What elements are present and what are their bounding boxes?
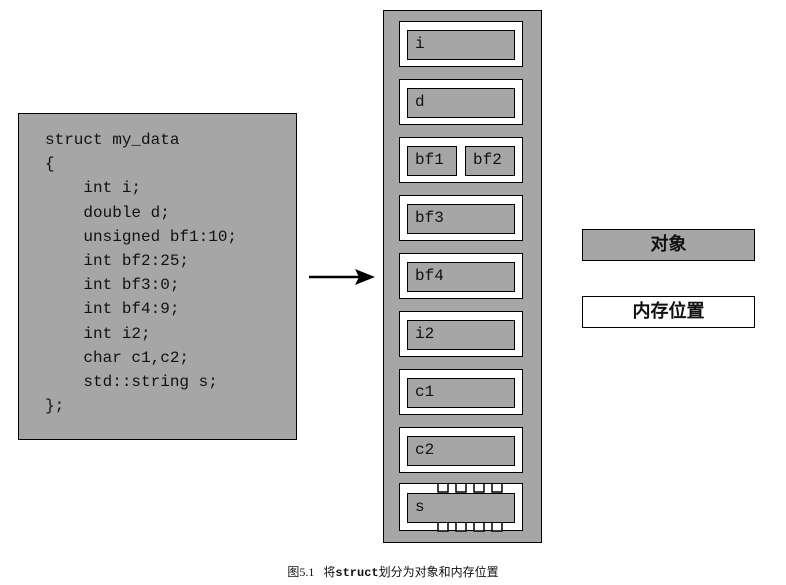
- memory-location: bf3: [399, 195, 523, 241]
- figure-caption: 图5.1 将struct划分为对象和内存位置: [0, 563, 786, 580]
- memory-location: i: [399, 21, 523, 67]
- code-line: int i;: [45, 179, 142, 198]
- object-bf4: bf4: [407, 262, 515, 292]
- code-line: };: [45, 397, 65, 416]
- memory-location: d: [399, 79, 523, 125]
- object-c1: c1: [407, 378, 515, 408]
- object-i: i: [407, 30, 515, 60]
- code-line: int i2;: [45, 324, 151, 343]
- code-line: char c1,c2;: [45, 348, 190, 367]
- caption-text-after: 划分为对象和内存位置: [378, 565, 499, 579]
- memory-location: c1: [399, 369, 523, 415]
- memory-location-multi: s: [399, 483, 523, 532]
- caption-text-before: 将: [323, 565, 336, 579]
- memory-location: i2: [399, 311, 523, 357]
- code-line: double d;: [45, 203, 170, 222]
- object-s: s: [407, 493, 515, 523]
- code-line: int bf2:25;: [45, 252, 190, 271]
- memory-layout-column: i d bf1 bf2 bf3 bf4 i2 c1 c2 s: [383, 10, 542, 543]
- caption-figure-number: 图5.1: [287, 565, 315, 579]
- legend-object: 对象: [582, 229, 755, 261]
- object-bf3: bf3: [407, 204, 515, 234]
- object-c2: c2: [407, 436, 515, 466]
- object-d: d: [407, 88, 515, 118]
- caption-code: struct: [335, 566, 379, 580]
- memory-location: bf1 bf2: [399, 137, 523, 183]
- arrow-right-icon: [309, 269, 375, 285]
- code-line: {: [45, 155, 55, 174]
- code-line: int bf3:0;: [45, 276, 180, 295]
- object-bf1: bf1: [407, 146, 457, 176]
- legend-memory-location: 内存位置: [582, 296, 755, 328]
- code-line: struct my_data: [45, 131, 180, 149]
- code-line: int bf4:9;: [45, 300, 180, 319]
- code-line: std::string s;: [45, 373, 218, 392]
- struct-code: struct my_data { int i; double d; unsigne…: [45, 128, 237, 418]
- memory-location: c2: [399, 427, 523, 473]
- object-bf2: bf2: [465, 146, 515, 176]
- memory-location: bf4: [399, 253, 523, 299]
- code-line: unsigned bf1:10;: [45, 227, 238, 246]
- object-i2: i2: [407, 320, 515, 350]
- struct-code-box: struct my_data { int i; double d; unsigne…: [18, 113, 297, 440]
